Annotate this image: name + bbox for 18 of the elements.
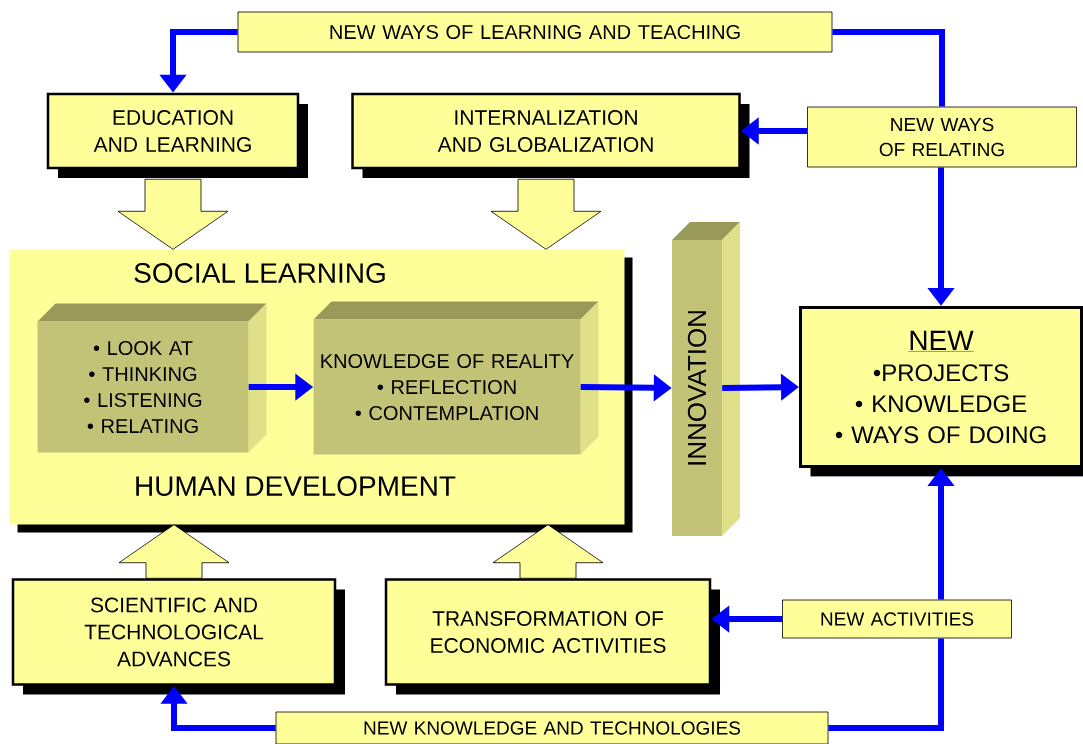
cuboid-block: • LOOK AT • THINKING • LISTENING • RELATING	[37, 303, 267, 453]
process-box: NEW •PROJECTS • KNOWLEDGE • WAYS OF DOING	[799, 306, 1083, 477]
label-box: NEW WAYS OF LEARNING AND TEACHING	[237, 11, 833, 53]
block-arrow	[492, 524, 604, 579]
process-box: EDUCATION AND LEARNING	[46, 92, 308, 178]
block-arrow	[490, 178, 602, 250]
process-box: SCIENTIFIC AND TECHNOLOGICAL ADVANCES	[11, 578, 345, 695]
label-box: NEW WAYS OF RELATING	[807, 106, 1077, 168]
pillar-block: INNOVATION	[672, 222, 740, 536]
connector-line	[828, 638, 944, 731]
block-arrow	[118, 524, 230, 579]
process-box: INTERNALIZATION AND GLOBALIZATION	[351, 92, 750, 178]
label-box: NEW ACTIVITIES	[782, 599, 1012, 639]
process-box: TRANSFORMATION OF ECONOMIC ACTIVITIES	[384, 578, 720, 695]
label-box: NEW KNOWLEDGE AND TECHNOLOGIES	[275, 711, 829, 744]
connector-line	[832, 29, 945, 107]
cuboid-block: KNOWLEDGE OF REALITY • REFLECTION • CONTEMPLATION	[313, 301, 599, 455]
block-arrow	[117, 178, 229, 250]
